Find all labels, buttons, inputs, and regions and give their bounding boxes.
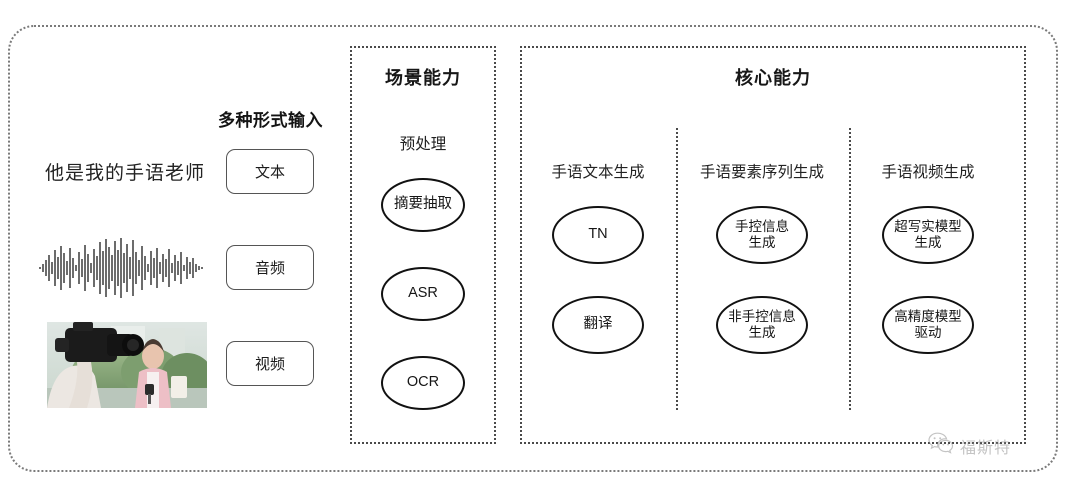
wechat-icon	[928, 432, 954, 459]
core-column-divider-1	[676, 128, 678, 410]
video-thumbnail-icon	[47, 322, 207, 408]
input-section-heading: 多种形式输入	[218, 111, 323, 130]
core-node-tn[interactable]: TN	[552, 206, 644, 264]
modality-label: 视频	[254, 356, 285, 373]
scene-capability-panel: 场景能力	[350, 46, 496, 444]
scene-node-asr[interactable]: ASR	[381, 267, 465, 321]
scene-node-summary[interactable]: 摘要抽取	[381, 178, 465, 232]
core-panel-title: 核心能力	[735, 68, 811, 88]
core-column-label-text-generation: 手语文本生成	[551, 164, 645, 181]
sample-input-text: 他是我的手语老师	[45, 163, 206, 184]
core-node-non-manual-info[interactable]: 非手控信息 生成	[716, 296, 808, 354]
modality-box-video[interactable]: 视频	[226, 341, 314, 386]
core-column-label-video-generation: 手语视频生成	[881, 164, 975, 181]
outer-frame	[8, 25, 1058, 472]
modality-label: 音频	[254, 260, 285, 277]
core-node-translation[interactable]: 翻译	[552, 296, 644, 354]
audio-waveform-icon	[38, 236, 208, 300]
modality-box-audio[interactable]: 音频	[226, 245, 314, 290]
modality-label: 文本	[254, 164, 285, 181]
scene-panel-title: 场景能力	[385, 68, 461, 88]
watermark: 福斯特	[928, 432, 1011, 459]
core-node-manual-info[interactable]: 手控信息 生成	[716, 206, 808, 264]
modality-box-text[interactable]: 文本	[226, 149, 314, 194]
watermark-text: 福斯特	[960, 439, 1012, 457]
core-capability-panel: 核心能力	[520, 46, 1026, 444]
core-column-divider-2	[849, 128, 851, 410]
scene-group-label: 预处理	[399, 136, 447, 153]
core-node-high-precision-model[interactable]: 高精度模型 驱动	[882, 296, 974, 354]
core-column-label-element-sequence: 手语要素序列生成	[699, 164, 825, 181]
core-node-photoreal-model[interactable]: 超写实模型 生成	[882, 206, 974, 264]
scene-node-ocr[interactable]: OCR	[381, 356, 465, 410]
